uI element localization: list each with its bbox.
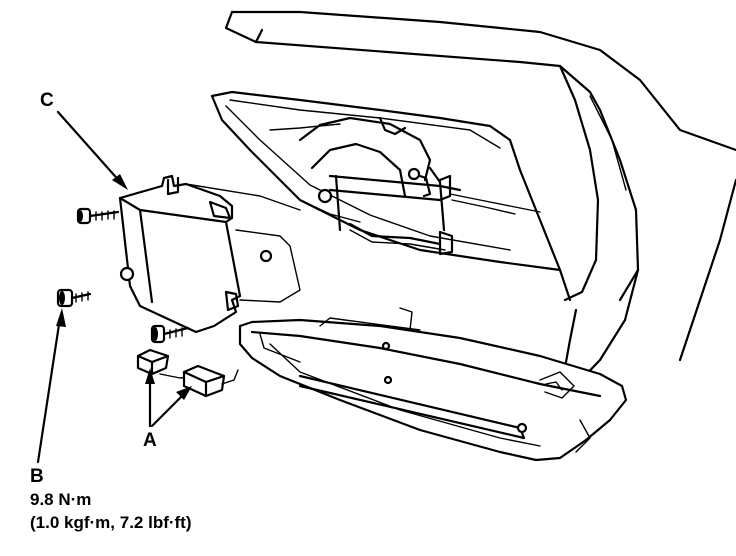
- internal-bracket: [269, 116, 541, 256]
- dashboard-outline: [224, 10, 736, 387]
- torque-imperial: (1.0 kgf·m, 7.2 lbf·ft): [30, 513, 192, 532]
- label-c: C: [40, 90, 54, 111]
- arrows-a: [145, 368, 192, 428]
- lower-cover: [238, 307, 628, 462]
- torque-metric: 9.8 N·m: [30, 490, 92, 509]
- label-a: A: [143, 430, 157, 451]
- control-unit: [118, 174, 301, 334]
- mounting-bolts: [56, 207, 190, 344]
- bolt-lower: [56, 288, 92, 308]
- clip-lower: [182, 364, 239, 398]
- arrow-b: [36, 308, 66, 464]
- bolt-upper: [76, 207, 120, 225]
- callout-arrows: [36, 110, 192, 464]
- arrow-c: [56, 110, 128, 190]
- retaining-clips: [136, 348, 239, 398]
- bolt-bottom: [150, 324, 190, 344]
- label-b: B: [30, 466, 44, 487]
